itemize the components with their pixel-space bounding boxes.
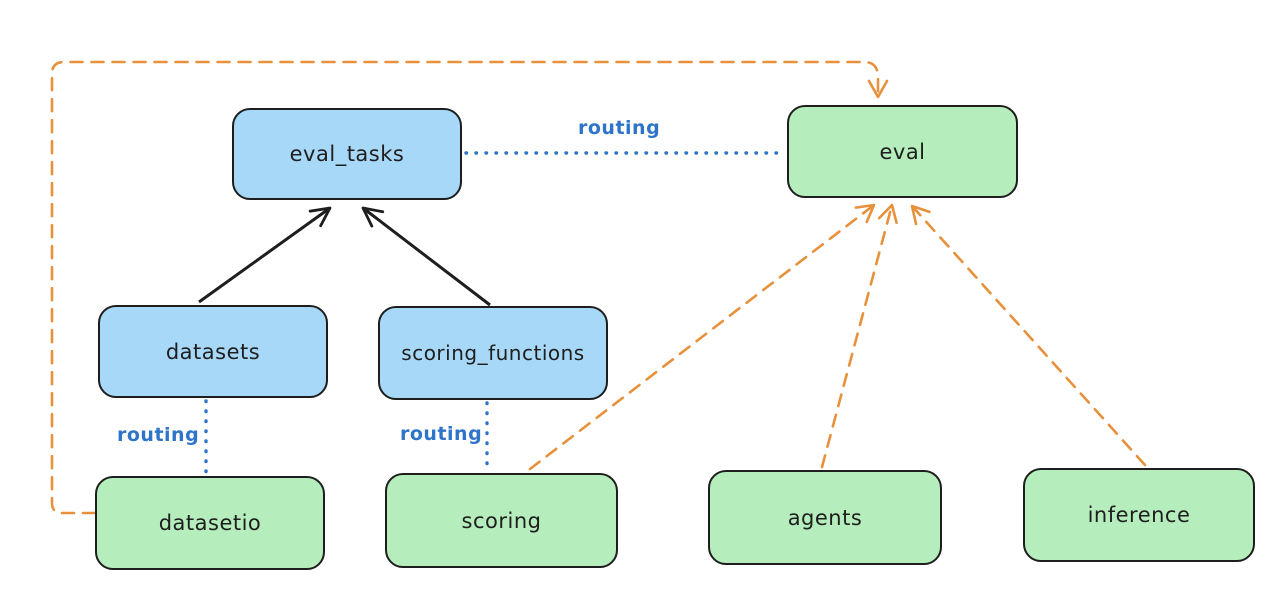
- node-eval-tasks: eval_tasks: [232, 108, 462, 200]
- node-datasets-label: datasets: [165, 339, 261, 364]
- node-datasetio-label: datasetio: [158, 511, 262, 535]
- routing-label-datasets-datasetio: routing: [117, 424, 200, 446]
- node-scoring-functions: scoring_functions: [378, 306, 608, 400]
- node-scoring-label: scoring: [461, 508, 542, 533]
- routing-label-eval-tasks-eval: routing: [578, 117, 661, 139]
- edge-scoring-functions-to-eval-tasks: [361, 206, 491, 307]
- routing-label-scoring-functions-scoring: routing: [400, 423, 483, 445]
- node-datasetio: datasetio: [95, 476, 325, 570]
- edge-datasets-to-eval-tasks: [198, 206, 332, 304]
- node-agents: agents: [708, 470, 942, 565]
- edge-inference-to-eval: [910, 204, 1147, 467]
- node-agents-label: agents: [787, 505, 863, 530]
- node-scoring-functions-label: scoring_functions: [401, 341, 585, 365]
- edge-datasetio-to-eval-loop: [50, 60, 889, 515]
- node-datasets: datasets: [98, 305, 328, 398]
- node-eval-label: eval: [879, 139, 926, 164]
- node-scoring: scoring: [385, 473, 618, 568]
- node-eval: eval: [787, 105, 1018, 198]
- node-inference: inference: [1023, 468, 1255, 562]
- node-inference-label: inference: [1087, 503, 1191, 527]
- edge-agents-to-eval: [820, 203, 898, 469]
- edge-scoring-to-eval: [528, 203, 876, 471]
- node-eval-tasks-label: eval_tasks: [289, 142, 405, 166]
